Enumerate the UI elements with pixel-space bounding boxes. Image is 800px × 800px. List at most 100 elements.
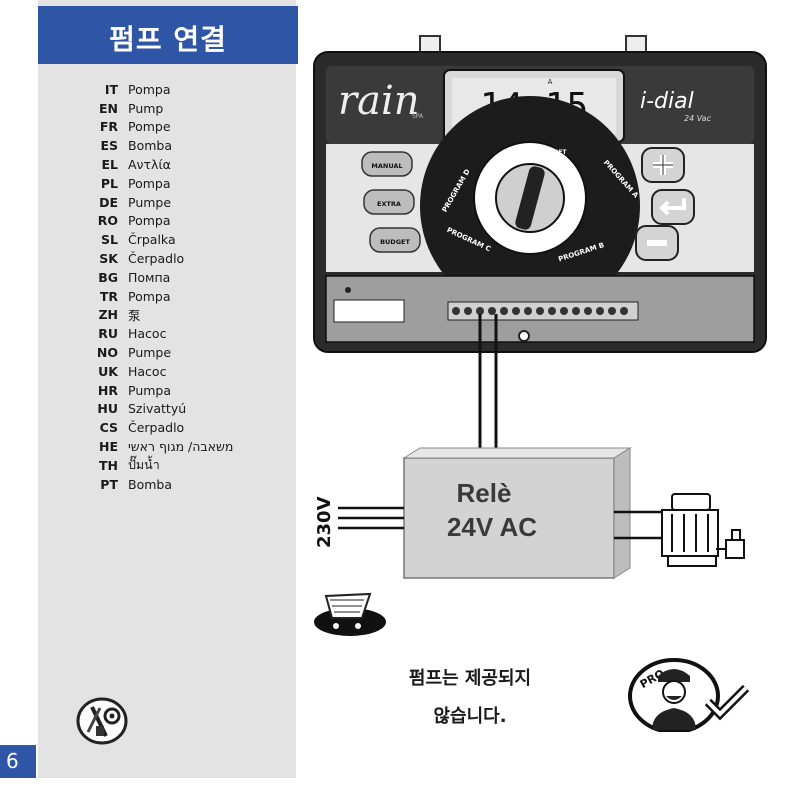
language-code: TH xyxy=(99,457,118,473)
language-code: RO xyxy=(97,213,118,229)
list-item: PT Bomba xyxy=(86,475,233,494)
pump-translation: Čerpadlo xyxy=(128,420,185,436)
brand-sub: SPA xyxy=(412,113,424,120)
dial-knob xyxy=(515,166,545,230)
pump-translation: Насос xyxy=(128,326,167,342)
language-code: HE xyxy=(98,439,118,455)
pump-translation: Pompa xyxy=(128,175,171,191)
pump-translation: Αντλία xyxy=(128,157,171,173)
list-item: SK Čerpadlo xyxy=(86,249,233,268)
pump-translation: Насос xyxy=(128,363,167,379)
pump-translation: 泵 xyxy=(128,308,141,324)
hanger-left xyxy=(419,35,441,53)
language-code: BG xyxy=(98,269,118,285)
pump-translation: Bomba xyxy=(128,138,172,154)
relay-voltage: 24V AC xyxy=(447,512,537,542)
list-item: TR Pompa xyxy=(86,287,233,306)
pump-translation: Szivattyú xyxy=(128,401,187,417)
pump-not-included-note: 펌프는 제공되지 않습니다. xyxy=(370,664,570,740)
language-code: ES xyxy=(100,138,118,154)
page-number: 6 xyxy=(0,745,36,778)
pump-translation: משאבה/ מגוף ראשי xyxy=(128,439,234,455)
page-title: 펌프 연결 xyxy=(109,23,227,56)
language-code: SL xyxy=(101,232,118,248)
list-item: HR Pumpa xyxy=(86,381,233,400)
language-code: PT xyxy=(100,476,118,492)
list-item: ZH 泵 xyxy=(86,306,233,325)
pump-translation: Pumpe xyxy=(128,194,172,210)
list-item: CS Čerpadlo xyxy=(86,418,233,437)
tools-icon xyxy=(76,697,128,745)
model-name: i-dial xyxy=(640,89,694,114)
list-item: DE Pumpe xyxy=(86,193,233,212)
list-item: PL Pompa xyxy=(86,174,233,193)
pump-icon xyxy=(661,493,745,567)
language-code: TR xyxy=(99,288,118,304)
language-code: EN xyxy=(98,100,118,116)
dial-off: OFF xyxy=(502,149,514,156)
pump-translation: Čerpadlo xyxy=(128,251,185,267)
note-line-2: 않습니다. xyxy=(433,706,507,727)
extra-button xyxy=(363,189,415,215)
language-code: EL xyxy=(101,157,118,173)
language-code: ZH xyxy=(98,307,118,323)
pump-translation: Помпа xyxy=(128,269,171,285)
lcd-a: A xyxy=(548,78,553,86)
pump-translation: Pumpe xyxy=(128,345,172,361)
language-code: DE xyxy=(99,194,118,210)
list-item: FR Pompe xyxy=(86,118,233,137)
pump-translation: Pompa xyxy=(128,288,171,304)
language-sidebar xyxy=(38,0,296,778)
list-item: HE משאבה/ מגוף ראשי xyxy=(86,437,233,456)
title-banner: 펌프 연결 xyxy=(38,6,298,64)
list-item: EL Αντλία xyxy=(86,155,233,174)
language-code: HU xyxy=(97,401,118,417)
language-code: SK xyxy=(99,251,118,267)
hanger-right xyxy=(625,35,647,53)
language-code: RU xyxy=(98,326,118,342)
pump-translation: Pompe xyxy=(128,119,171,135)
language-code: NO xyxy=(96,345,118,361)
language-code: UK xyxy=(98,363,118,379)
dial-set: SET xyxy=(554,149,567,156)
budget-button xyxy=(369,227,421,253)
wiring-diagram: rain SPA i-dial 24 Vac A 14:15 WE MANUAL… xyxy=(313,35,767,636)
list-item: ES Bomba xyxy=(86,136,233,155)
language-code: FR xyxy=(99,119,118,135)
budget-label: BUDGET xyxy=(380,238,410,246)
list-item: RO Pompa xyxy=(86,212,233,231)
note-line-1: 펌프는 제공되지 xyxy=(408,668,532,689)
manual-label: MANUAL xyxy=(371,162,402,170)
pump-translation: Pumpa xyxy=(128,382,172,398)
extra-label: EXTRA xyxy=(377,200,401,208)
list-item: UK Насос xyxy=(86,362,233,381)
list-item: TH ปั๊มน้ำ xyxy=(86,456,233,475)
voltage-label: 24 Vac xyxy=(684,114,712,123)
brand-logo: rain xyxy=(338,78,420,124)
input-voltage: 230V xyxy=(314,496,335,548)
list-item: SL Črpalka xyxy=(86,230,233,249)
language-code: IT xyxy=(104,81,118,97)
pump-translation: Bomba xyxy=(128,476,172,492)
pump-translation: Pompa xyxy=(128,213,171,229)
language-code: CS xyxy=(99,420,118,436)
list-item: NO Pumpe xyxy=(86,343,233,362)
pro-technician-icon: PRO xyxy=(628,658,750,732)
terminal-screws xyxy=(452,307,628,315)
list-item: EN Pump xyxy=(86,99,233,118)
dial-auto: AUTO xyxy=(522,145,541,152)
list-item: BG Помпа xyxy=(86,268,233,287)
pump-translation: Pompa xyxy=(128,81,171,97)
pump-translation: ปั๊มน้ำ xyxy=(128,457,160,473)
language-code: PL xyxy=(100,175,118,191)
pump-translation: Črpalka xyxy=(128,232,176,248)
relay-label: Relè xyxy=(457,478,512,508)
language-code: HR xyxy=(97,382,118,398)
list-item: RU Насос xyxy=(86,324,233,343)
list-item: IT Pompa xyxy=(86,80,233,99)
list-item: HU Szivattyú xyxy=(86,400,233,419)
shopping-cart-icon xyxy=(314,592,386,636)
manual-button xyxy=(361,151,413,177)
pump-translation: Pump xyxy=(128,100,164,116)
